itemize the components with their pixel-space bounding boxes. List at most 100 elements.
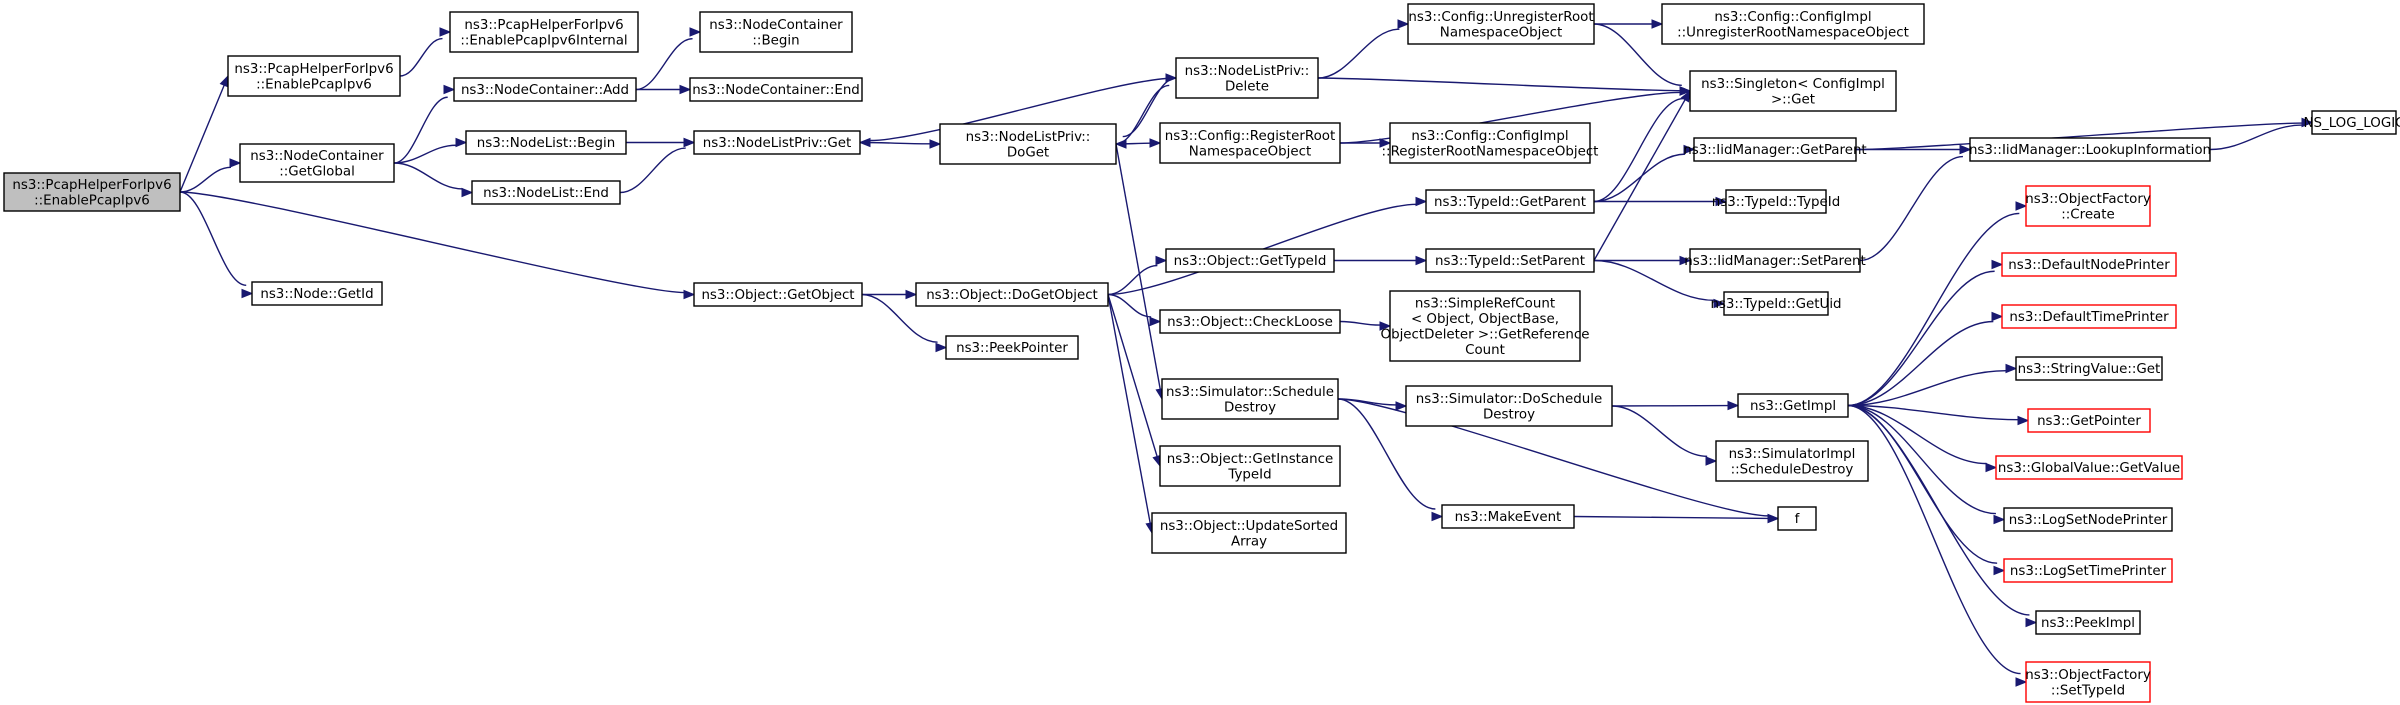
node-objCheckLoose[interactable]: ns3::Object::CheckLoose <box>1159 309 1341 334</box>
node-ncGlobal[interactable]: ns3::NodeContainer::GetGlobal <box>239 143 395 183</box>
arrow-head-icon <box>1679 255 1692 266</box>
node-nlpDoGet[interactable]: ns3::NodeListPriv::DoGet <box>939 123 1117 165</box>
node-defTimePrinter[interactable]: ns3::DefaultTimePrinter <box>2001 304 2177 329</box>
edge-line <box>1847 404 1996 515</box>
node-label-line: NamespaceObject <box>1189 144 1311 159</box>
edge-makeEvent-to-f <box>1573 513 1780 524</box>
node-box <box>2025 185 2151 227</box>
node-getImpl[interactable]: ns3::GetImpl <box>1737 393 1849 418</box>
node-box <box>1165 248 1335 273</box>
node-defNodePrinter[interactable]: ns3::DefaultNodePrinter <box>2001 252 2177 277</box>
node-singleton[interactable]: ns3::Singleton< ConfigImpl >::Get <box>1689 70 1897 112</box>
node-label-line: ns3::NodeListPriv:: <box>966 130 1091 145</box>
node-typeSetParent[interactable]: ns3::TypeId::SetParent <box>1425 248 1595 273</box>
node-typeGetParent[interactable]: ns3::TypeId::GetParent <box>1425 189 1595 214</box>
edge-cfgUnregRoot-to-cfgImplUnreg <box>1594 19 1664 29</box>
node-ncBegin[interactable]: ns3::NodeContainer::Begin <box>699 11 853 53</box>
node-cfgImplReg[interactable]: ns3::Config::ConfigImpl::RegisterRootNam… <box>1382 122 1599 164</box>
node-label-line: ns3::Simulator::Schedule <box>1166 385 1334 400</box>
node-iidGetParent[interactable]: ns3::IidManager::GetParent <box>1683 137 1867 162</box>
node-typeGetUid[interactable]: ns3::TypeId::GetUid <box>1710 291 1842 316</box>
edge-getImpl-to-globalValueGet <box>1847 404 1998 473</box>
node-box <box>1689 248 1861 273</box>
edge-ncAdd-to-ncEnd <box>636 84 692 95</box>
edge-line <box>1107 293 1152 318</box>
node-simImplSched[interactable]: ns3::SimulatorImpl::ScheduleDestroy <box>1715 440 1869 482</box>
node-simSchedDestroy[interactable]: ns3::Simulator::ScheduleDestroy <box>1161 378 1339 420</box>
edge-typeGetParent-to-iidGetParent <box>1593 144 1696 203</box>
node-nlEnd[interactable]: ns3::NodeList::End <box>471 180 621 205</box>
edge-line <box>393 96 448 164</box>
node-box <box>453 77 637 102</box>
edge-ncGlobal-to-nlEnd <box>393 162 474 198</box>
node-label-line: ns3::DefaultTimePrinter <box>2009 310 2169 325</box>
arrow-head-icon <box>683 289 696 300</box>
node-label-line: Destroy <box>1483 407 1535 422</box>
node-objGetObject[interactable]: ns3::Object::GetObject <box>693 282 863 307</box>
arrow-head-icon <box>219 74 229 88</box>
node-globalValueGet[interactable]: ns3::GlobalValue::GetValue <box>1995 455 2183 480</box>
arrow-head-icon <box>935 342 948 353</box>
edge-nlpDoGet-to-simSchedDestroy <box>1115 143 1165 401</box>
node-label-line: ns3::Config::RegisterRoot <box>1165 129 1335 144</box>
node-label-line: >::Get <box>1771 92 1815 107</box>
node-peekImpl[interactable]: ns3::PeekImpl <box>2035 610 2141 635</box>
edge-line <box>1847 369 2007 407</box>
node-label-line: ns3::LogSetNodePrinter <box>2009 513 2168 528</box>
edge-line <box>859 141 931 145</box>
node-ncEnd[interactable]: ns3::NodeContainer::End <box>689 77 863 102</box>
node-box <box>1661 3 1925 45</box>
node-label-line: ns3::Singleton< ConfigImpl <box>1701 77 1885 92</box>
node-nlBegin[interactable]: ns3::NodeList::Begin <box>465 130 627 155</box>
node-objFactSetType[interactable]: ns3::ObjectFactory::SetTypeId <box>2025 661 2151 703</box>
node-label-line: ns3::IidManager::SetParent <box>1684 254 1866 269</box>
node-strValueGet[interactable]: ns3::StringValue::Get <box>2015 356 2163 381</box>
node-ncAdd[interactable]: ns3::NodeContainer::Add <box>453 77 637 102</box>
node-iidSetParent[interactable]: ns3::IidManager::SetParent <box>1684 248 1866 273</box>
node-nsLog[interactable]: NS_LOG_LOGIC <box>2303 110 2400 135</box>
node-objDoGetObject[interactable]: ns3::Object::DoGetObject <box>915 282 1109 307</box>
node-logSetNode[interactable]: ns3::LogSetNodePrinter <box>2003 507 2173 532</box>
arrow-head-icon <box>1395 401 1408 411</box>
node-simpleRef[interactable]: ns3::SimpleRefCount< Object, ObjectBase,… <box>1381 290 1590 362</box>
edge-cfgRegRoot-to-cfgImplReg <box>1339 138 1392 148</box>
arrow-head-icon <box>905 289 918 300</box>
node-label-line: ns3::TypeId::GetUid <box>1710 297 1841 312</box>
node-label-line: ns3::PeekPointer <box>956 341 1068 356</box>
node-nlpDelete[interactable]: ns3::NodeListPriv::Delete <box>1175 57 1319 99</box>
node-iidLookup[interactable]: ns3::IidManager::LookupInformation <box>1969 137 2211 162</box>
node-f[interactable]: f <box>1777 506 1817 531</box>
node-cfgRegRoot[interactable]: ns3::Config::RegisterRootNamespaceObject <box>1159 122 1341 164</box>
edge-ncGlobal-to-ncAdd <box>393 84 456 164</box>
arrow-head-icon <box>1683 144 1696 155</box>
node-label-line: ns3::Object::GetTypeId <box>1174 254 1327 269</box>
node-typeTypeId[interactable]: ns3::TypeId::TypeId <box>1712 189 1840 214</box>
edge-getImpl-to-defNodePrinter <box>1847 259 2004 407</box>
edge-line <box>1847 404 2030 616</box>
node-peekPointer[interactable]: ns3::PeekPointer <box>945 335 1079 360</box>
node-logSetTime[interactable]: ns3::LogSetTimePrinter <box>2003 558 2173 583</box>
node-cfgImplUnreg[interactable]: ns3::Config::ConfigImpl::UnregisterRootN… <box>1661 3 1925 45</box>
node-phInternal[interactable]: ns3::PcapHelperForIpv6::EnablePcapIpv6In… <box>449 11 639 53</box>
node-phEnable[interactable]: ns3::PcapHelperForIpv6::EnablePcapIpv6 <box>227 55 401 97</box>
node-box <box>1425 248 1595 273</box>
node-getPointer[interactable]: ns3::GetPointer <box>2027 408 2151 433</box>
node-objFactCreate[interactable]: ns3::ObjectFactory::Create <box>2025 185 2151 227</box>
node-label-line: Delete <box>1225 79 1269 94</box>
edge-line <box>1593 259 1715 302</box>
node-makeEvent[interactable]: ns3::MakeEvent <box>1441 504 1575 529</box>
node-box <box>465 130 627 155</box>
node-objGetTypeId[interactable]: ns3::Object::GetTypeId <box>1165 248 1335 273</box>
node-label-line: ns3::Config::ConfigImpl <box>1714 10 1871 25</box>
node-label-line: Destroy <box>1224 400 1276 415</box>
arrow-head-icon <box>229 158 242 168</box>
node-cfgUnregRoot[interactable]: ns3::Config::UnregisterRootNamespaceObje… <box>1407 3 1595 45</box>
edge-iidSetParent-to-iidLookup <box>1859 144 1972 262</box>
node-nlpGet[interactable]: ns3::NodeListPriv::Get <box>693 130 861 155</box>
node-nodeGetId[interactable]: ns3::Node::GetId <box>251 281 383 306</box>
node-label-line: ns3::Object::GetObject <box>701 288 854 303</box>
arrow-head-icon <box>683 137 696 148</box>
